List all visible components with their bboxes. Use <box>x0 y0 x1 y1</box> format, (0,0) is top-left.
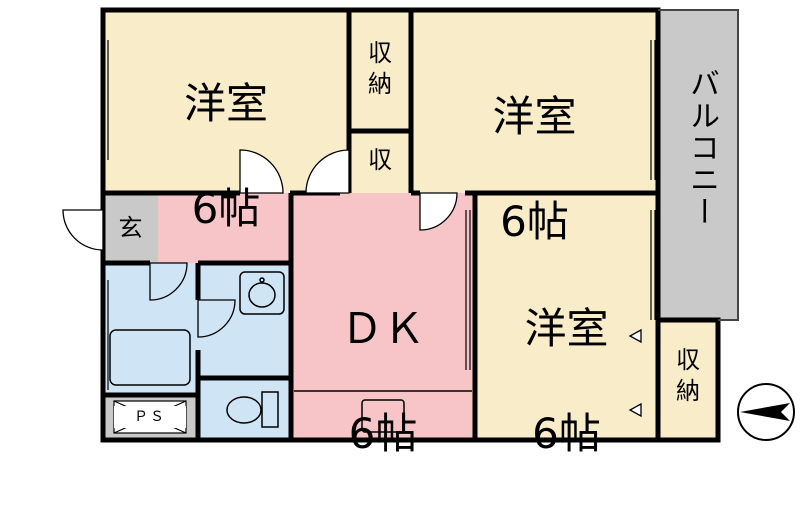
room-name: 洋室 <box>524 303 609 353</box>
washbasin <box>239 271 285 315</box>
closet-small-label: 収 <box>368 146 392 174</box>
room-name: ＤＫ <box>340 303 425 353</box>
door-swings <box>62 149 642 418</box>
windows <box>103 40 656 390</box>
room-size: 6帖 <box>348 408 418 458</box>
toilet-fixture <box>226 391 279 428</box>
north-arrow-icon <box>737 383 795 441</box>
western-room-topright <box>411 10 658 193</box>
dk-room-label: ＤＫ 6帖 <box>291 250 475 513</box>
room-size: 6帖 <box>500 196 569 246</box>
closet-right-label: 収 納 <box>676 346 700 406</box>
western-room-bottomright-label: 洋室 6帖 <box>475 250 658 513</box>
room-name: 洋室 <box>492 91 577 141</box>
closet-small <box>349 131 411 193</box>
closet-right <box>658 320 718 440</box>
room-size: 6帖 <box>191 183 261 233</box>
closet-top-label: 収 納 <box>368 39 392 99</box>
dk-room <box>291 193 475 440</box>
western-room-topleft-label: 洋室 6帖 <box>103 25 349 288</box>
balcony-label: バルコニー <box>684 68 719 228</box>
western-room-topright-label: 洋室 6帖 <box>411 38 658 301</box>
hallway <box>158 193 291 263</box>
plan-walls <box>62 7 795 443</box>
balcony <box>658 10 738 320</box>
bathtub <box>109 329 191 386</box>
kitchen-counter <box>294 390 472 433</box>
room-name: 洋室 <box>183 78 268 128</box>
room-size: 6帖 <box>532 408 601 458</box>
pipe-space-label: ＰＳ <box>114 406 186 428</box>
western-room-topleft <box>103 10 349 193</box>
balcony-rail <box>658 9 739 321</box>
western-room-bottomright <box>475 193 658 440</box>
toilet <box>198 378 291 440</box>
entrance-label: 玄 <box>118 214 143 242</box>
closet-top <box>349 10 411 131</box>
floor-plan: 洋室 6帖 洋室 6帖 ＤＫ 6帖 洋室 6帖 収 納 収 収 納 玄 ＰＳ バ… <box>62 7 795 458</box>
entrance <box>103 193 158 263</box>
